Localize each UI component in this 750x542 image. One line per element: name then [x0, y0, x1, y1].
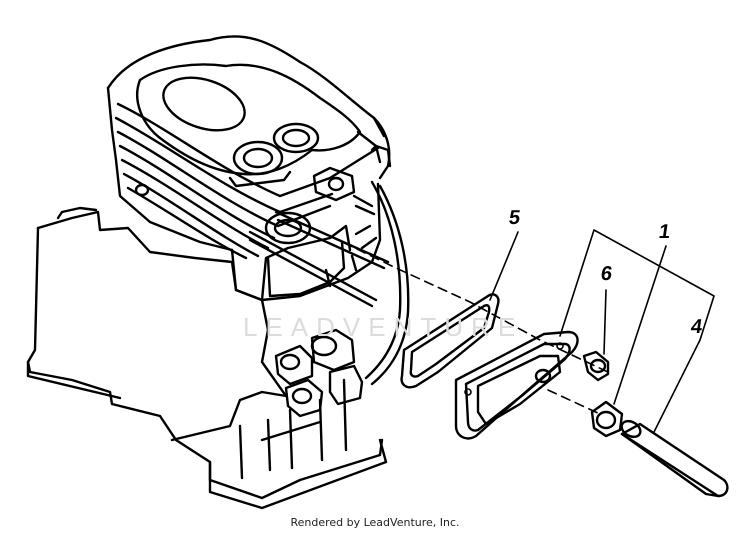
valve-cover	[454, 330, 579, 440]
crankcase-block	[26, 206, 388, 510]
breather-tube	[364, 180, 410, 386]
cylinder-fins	[106, 35, 391, 260]
valve-chamber	[230, 130, 392, 308]
explosion-centerline	[329, 235, 609, 373]
cylinder-head	[136, 63, 362, 188]
tube-part-4	[620, 419, 729, 498]
leader-6	[603, 289, 607, 355]
bracket-1-4	[559, 229, 715, 341]
explosion-centerline-2	[547, 389, 601, 415]
screw-part-6	[582, 350, 610, 382]
fitting-part-1	[590, 400, 624, 438]
watermark-text: LEADVENTURE	[243, 312, 524, 342]
bolt-bosses	[274, 328, 364, 418]
leader-lines	[489, 229, 715, 433]
leader-4	[653, 339, 701, 433]
leader-5	[489, 231, 519, 301]
leader-1	[613, 245, 667, 405]
render-credit: Rendered by LeadVenture, Inc.	[290, 516, 460, 529]
